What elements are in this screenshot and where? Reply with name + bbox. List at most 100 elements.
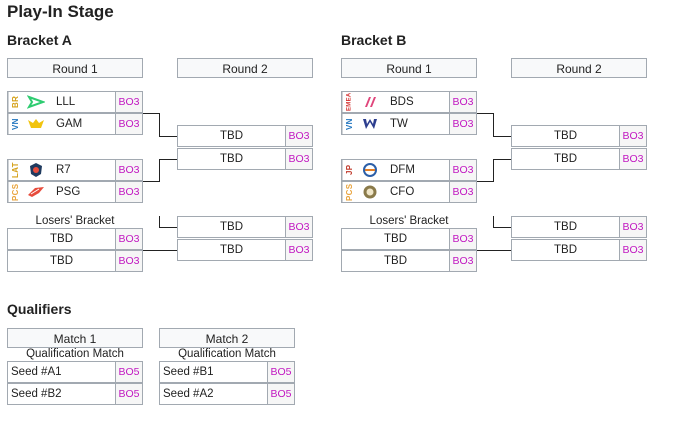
region-tag: BR: [8, 92, 22, 112]
match-format: BO3: [115, 92, 142, 112]
match-format: BO5: [267, 384, 294, 404]
qualifier-match-2-header: Match 2: [159, 328, 295, 348]
tbd-team: TBD: [384, 233, 407, 245]
qualifier-seed-row[interactable]: Seed #A1 BO5: [7, 361, 143, 383]
bracket-b-r2-losers-slot[interactable]: TBD BO3: [511, 216, 647, 238]
connector-line: [143, 250, 177, 251]
qualifier-match-1-sub: Qualification Match: [26, 348, 124, 360]
connector-line: [143, 181, 160, 182]
connector-line: [493, 159, 511, 160]
connector-line: [143, 113, 160, 114]
connector-line: [159, 136, 177, 137]
match-format: BO5: [267, 362, 294, 382]
match-format: BO3: [115, 251, 142, 271]
bracket-a-losers-slot[interactable]: TBD BO3: [7, 228, 143, 250]
match-format: BO3: [115, 160, 142, 180]
r7-logo-icon: [22, 160, 50, 180]
connector-line: [159, 227, 177, 228]
bracket-b-losers-slot[interactable]: TBD BO3: [341, 250, 477, 272]
connector-line: [493, 227, 511, 228]
connector-line: [159, 159, 177, 160]
tbd-team: TBD: [220, 244, 243, 256]
bracket-a-team-row[interactable]: LAT R7 BO3: [7, 159, 143, 181]
team-name[interactable]: PSG: [56, 186, 81, 198]
qualifier-seed-row[interactable]: Seed #B2 BO5: [7, 383, 143, 405]
match-format: BO3: [449, 114, 476, 134]
lll-logo-icon: [22, 92, 50, 112]
tw-logo-icon: [356, 114, 384, 134]
bracket-a-r2-slot[interactable]: TBD BO3: [177, 125, 313, 147]
connector-line: [493, 113, 494, 136]
bracket-b-team-row[interactable]: JP DFM BO3: [341, 159, 477, 181]
tbd-team: TBD: [554, 153, 577, 165]
tbd-team: TBD: [554, 221, 577, 233]
match-format: BO3: [115, 182, 142, 202]
bracket-b-round2-header: Round 2: [511, 58, 647, 78]
qualifier-seed-row[interactable]: Seed #B1 BO5: [159, 361, 295, 383]
bracket-b-losers-label: Losers' Bracket: [369, 215, 449, 227]
bracket-a-losers-slot[interactable]: TBD BO3: [7, 250, 143, 272]
cfo-logo-icon: [356, 182, 384, 202]
seed-label: Seed #B2: [11, 388, 62, 400]
bracket-b-title: Bracket B: [341, 32, 407, 48]
bracket-a-team-row[interactable]: VN GAM BO3: [7, 113, 143, 135]
connector-line: [477, 181, 494, 182]
match-format: BO5: [115, 362, 142, 382]
region-tag: JP: [342, 160, 356, 180]
bracket-b-team-row[interactable]: PCS CFO BO3: [341, 181, 477, 203]
bracket-a-team-row[interactable]: PCS PSG BO3: [7, 181, 143, 203]
bracket-a-r2-slot[interactable]: TBD BO3: [177, 148, 313, 170]
match-format: BO3: [285, 149, 312, 169]
tbd-team: TBD: [50, 233, 73, 245]
team-name[interactable]: TW: [390, 118, 408, 130]
tbd-team: TBD: [220, 221, 243, 233]
tbd-team: TBD: [384, 255, 407, 267]
qualifier-seed-row[interactable]: Seed #A2 BO5: [159, 383, 295, 405]
match-format: BO3: [619, 217, 646, 237]
bracket-a-losers-label: Losers' Bracket: [35, 215, 115, 227]
match-format: BO3: [619, 126, 646, 146]
connector-line: [493, 216, 494, 228]
bracket-b-losers-slot[interactable]: TBD BO3: [341, 228, 477, 250]
match-format: BO5: [115, 384, 142, 404]
tbd-team: TBD: [50, 255, 73, 267]
bracket-a-r2-losers-slot[interactable]: TBD BO3: [177, 239, 313, 261]
match-format: BO3: [449, 229, 476, 249]
match-format: BO3: [619, 240, 646, 260]
team-name[interactable]: BDS: [390, 96, 414, 108]
region-tag: PCS: [8, 182, 22, 202]
bracket-a-team-row[interactable]: BR LLL BO3: [7, 91, 143, 113]
tbd-team: TBD: [554, 244, 577, 256]
team-name[interactable]: R7: [56, 164, 71, 176]
bracket-a-round2-header: Round 2: [177, 58, 313, 78]
team-name[interactable]: CFO: [390, 186, 415, 198]
bracket-b-team-row[interactable]: VN TW BO3: [341, 113, 477, 135]
bracket-b-r2-slot[interactable]: TBD BO3: [511, 148, 647, 170]
connector-line: [159, 216, 160, 228]
seed-label: Seed #B1: [163, 366, 214, 378]
psg-logo-icon: [22, 182, 50, 202]
connector-line: [159, 113, 160, 136]
match-format: BO3: [115, 114, 142, 134]
dfm-logo-icon: [356, 160, 384, 180]
bracket-b-round1-header: Round 1: [341, 58, 477, 78]
team-name[interactable]: LLL: [56, 96, 76, 108]
tbd-team: TBD: [220, 130, 243, 142]
match-format: BO3: [285, 126, 312, 146]
match-format: BO3: [619, 149, 646, 169]
tbd-team: TBD: [554, 130, 577, 142]
team-name[interactable]: DFM: [390, 164, 415, 176]
connector-line: [493, 136, 511, 137]
bracket-a-r2-losers-slot[interactable]: TBD BO3: [177, 216, 313, 238]
match-format: BO3: [449, 251, 476, 271]
bracket-b-r2-slot[interactable]: TBD BO3: [511, 125, 647, 147]
qualifiers-title: Qualifiers: [7, 301, 72, 317]
seed-label: Seed #A2: [163, 388, 214, 400]
bracket-a-title: Bracket A: [7, 32, 72, 48]
bracket-b-r2-losers-slot[interactable]: TBD BO3: [511, 239, 647, 261]
region-tag: EMEA: [342, 92, 356, 112]
connector-line: [477, 250, 511, 251]
page-title: Play-In Stage: [7, 2, 114, 21]
team-name[interactable]: GAM: [56, 118, 83, 130]
bracket-b-team-row[interactable]: EMEA BDS BO3: [341, 91, 477, 113]
